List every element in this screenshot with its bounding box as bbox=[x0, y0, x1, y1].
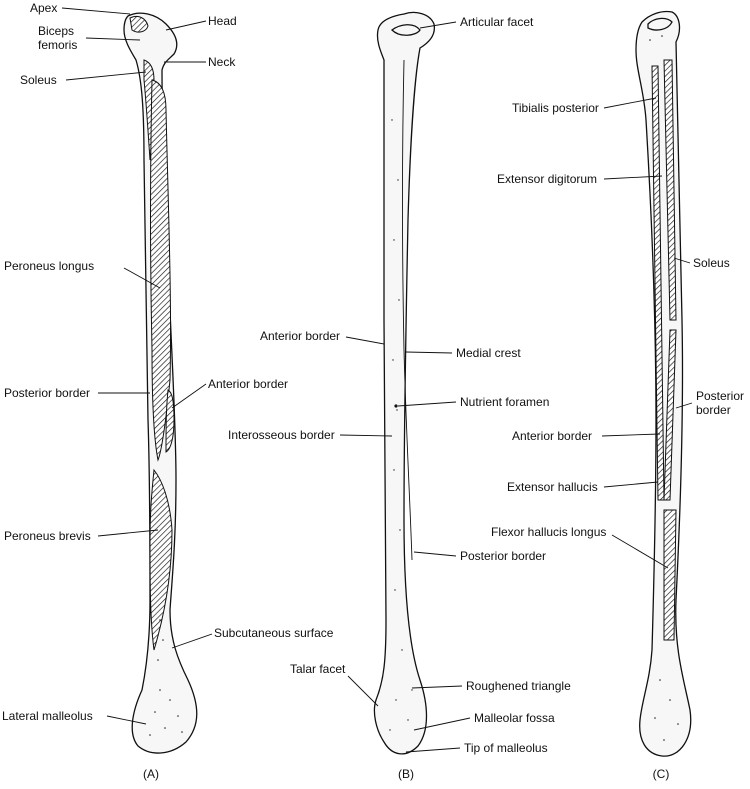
surface-stipple-c bbox=[649, 35, 679, 741]
soleus-strip-c bbox=[663, 329, 677, 501]
label-anterior-border-c: Anterior border bbox=[512, 429, 592, 443]
panel-b: Articular facet Anterior border Medial c… bbox=[228, 11, 571, 781]
fibula-b-outline bbox=[373, 11, 436, 755]
label-malleolar-fossa: Malleolar fossa bbox=[474, 711, 555, 725]
label-anterior-border-a: Anterior border bbox=[208, 377, 288, 391]
medial-crest-line bbox=[402, 59, 413, 561]
label-peroneus-longus: Peroneus longus bbox=[4, 259, 94, 273]
label-posterior-border-c-line1: Posterior bbox=[696, 389, 744, 403]
label-interosseous-border: Interosseous border bbox=[228, 428, 335, 442]
label-soleus-c: Soleus bbox=[693, 256, 730, 270]
flexor-hallucis-strip bbox=[663, 509, 677, 641]
label-neck: Neck bbox=[208, 55, 236, 69]
label-head: Head bbox=[208, 14, 237, 28]
label-tip-of-malleolus: Tip of malleolus bbox=[464, 741, 548, 755]
label-flexor-hallucis-longus: Flexor hallucis longus bbox=[491, 525, 606, 539]
nutrient-foramen-mark bbox=[394, 404, 398, 408]
label-lateral-malleolus: Lateral malleolus bbox=[2, 709, 93, 723]
fibula-c-outline bbox=[635, 10, 692, 757]
caption-c: (C) bbox=[653, 767, 670, 781]
caption-a: (A) bbox=[143, 767, 159, 781]
fibula-a-head-detail bbox=[129, 15, 149, 33]
panel-c: Tibialis posterior Extensor digitorum So… bbox=[491, 10, 744, 781]
label-posterior-border-c-line2: border bbox=[696, 403, 731, 417]
surface-stipple-b bbox=[389, 119, 413, 731]
label-medial-crest: Medial crest bbox=[456, 346, 521, 360]
label-talar-facet: Talar facet bbox=[290, 662, 346, 676]
caption-b: (B) bbox=[398, 767, 414, 781]
label-apex: Apex bbox=[30, 1, 57, 15]
label-roughened-triangle: Roughened triangle bbox=[466, 679, 571, 693]
label-posterior-border-a: Posterior border bbox=[4, 386, 90, 400]
peroneus-longus-attachment-a bbox=[150, 79, 172, 462]
label-tibialis-posterior: Tibialis posterior bbox=[512, 101, 599, 115]
label-nutrient-foramen: Nutrient foramen bbox=[460, 395, 549, 409]
label-articular-facet: Articular facet bbox=[460, 15, 534, 29]
surface-stipple-a bbox=[149, 619, 183, 736]
label-subcutaneous-surface: Subcutaneous surface bbox=[214, 626, 334, 640]
label-posterior-border-b: Posterior border bbox=[460, 549, 546, 563]
peroneus-brevis-attachment-a bbox=[149, 468, 173, 651]
anterior-border-strip-a bbox=[165, 389, 175, 453]
articular-facet-detail bbox=[391, 24, 421, 36]
extensor-strip-c bbox=[663, 59, 677, 321]
label-peroneus-brevis: Peroneus brevis bbox=[4, 529, 91, 543]
label-extensor-digitorum: Extensor digitorum bbox=[497, 172, 597, 186]
label-biceps-femoris-line2: femoris bbox=[38, 38, 77, 52]
label-biceps-femoris-line1: Biceps bbox=[38, 24, 74, 38]
label-extensor-hallucis: Extensor hallucis bbox=[507, 480, 598, 494]
fibula-c-head-detail bbox=[647, 17, 673, 31]
label-anterior-border-b: Anterior border bbox=[260, 329, 340, 343]
label-soleus-a: Soleus bbox=[20, 73, 57, 87]
